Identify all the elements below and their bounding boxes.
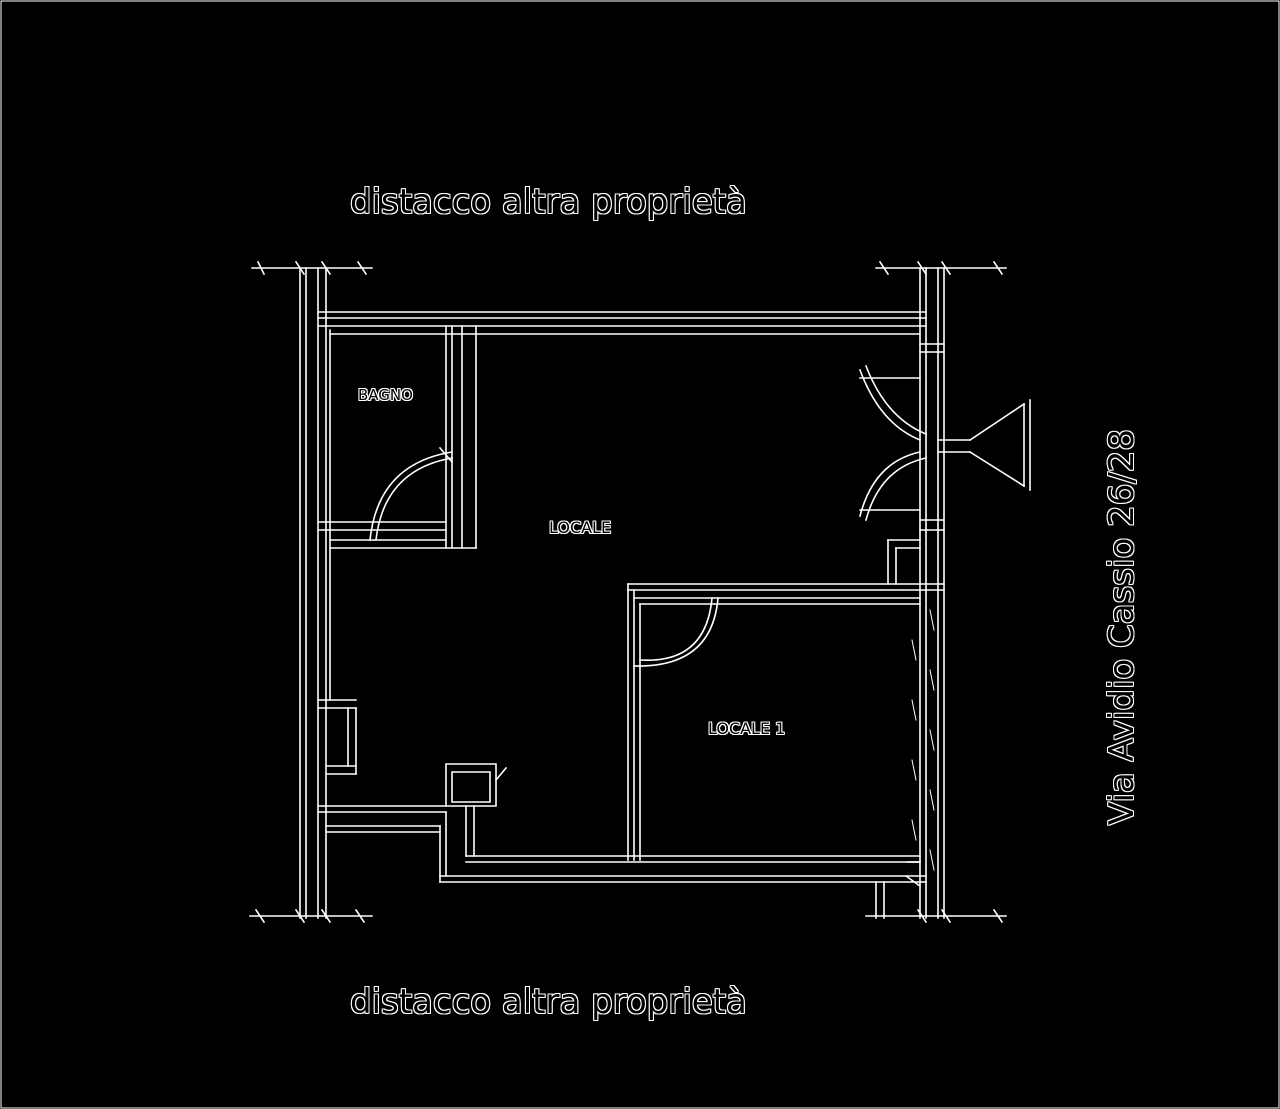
wall-bottom [440, 856, 926, 882]
bottom-left-niche [318, 700, 506, 882]
neighbor-setback-note-top: distacco altra proprietà [350, 182, 747, 222]
dimension-bottom-right [866, 910, 1006, 922]
wall-left [300, 268, 330, 918]
room-label-locale-1: LOCALE 1 [708, 719, 786, 738]
dimension-top-left [252, 262, 372, 274]
dimension-top-right [876, 262, 1006, 274]
room-label-bagno: BAGNO [358, 386, 413, 404]
door-jambs [920, 344, 944, 530]
wall-top [318, 312, 926, 334]
bagno-partition [318, 326, 476, 548]
bottom-right-stub [876, 862, 920, 918]
locale-1-partition [628, 540, 944, 860]
entrance-door-top [860, 366, 970, 440]
neighbor-setback-note-bottom: distacco altra proprietà [350, 982, 747, 1022]
street-address-label: Via Avidio Cassio 26/28 [1102, 428, 1142, 826]
door-exterior-triangle [970, 400, 1030, 490]
entrance-door-bottom [860, 452, 970, 520]
dimension-bottom-left [250, 910, 372, 922]
wall-right [920, 268, 944, 918]
right-wall-hatching [912, 610, 934, 870]
room-label-locale: LOCALE [549, 518, 612, 537]
